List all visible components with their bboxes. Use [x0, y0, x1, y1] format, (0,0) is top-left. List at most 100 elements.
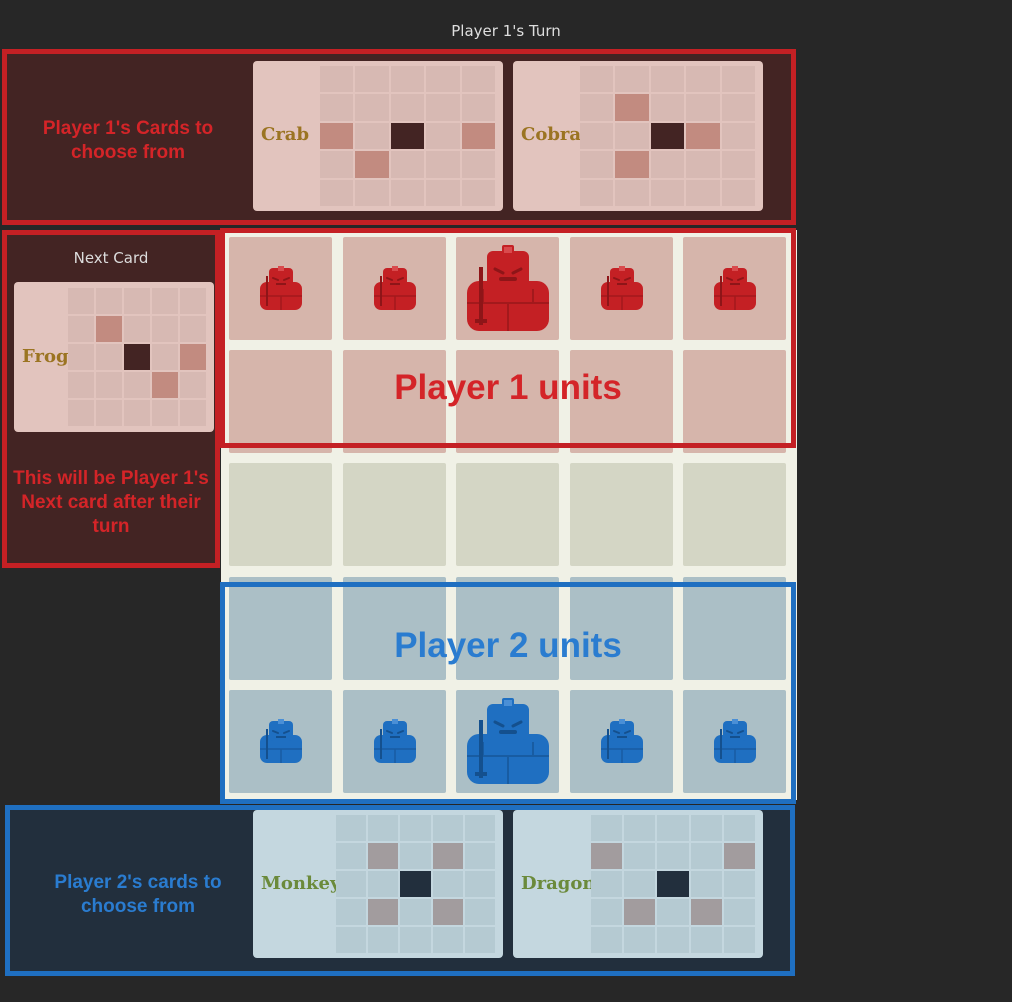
player1-student-piece[interactable]	[372, 265, 418, 316]
move-cell	[124, 288, 150, 314]
card-dragon[interactable]: Dragon	[513, 810, 763, 958]
move-cell	[336, 871, 367, 897]
turn-indicator: Player 1's Turn	[451, 22, 561, 40]
board-tile[interactable]	[570, 577, 673, 680]
move-cell	[180, 288, 206, 314]
card-frog: Frog	[14, 282, 214, 432]
next-card-title: Next Card	[73, 249, 149, 267]
move-cell-origin	[657, 871, 689, 897]
move-cell	[400, 899, 431, 925]
move-cell	[657, 815, 689, 841]
move-cell	[464, 899, 495, 925]
move-cell	[432, 815, 463, 841]
move-cell-origin	[400, 871, 431, 897]
move-cell	[461, 179, 495, 206]
board-tile[interactable]	[229, 463, 332, 566]
move-cell	[723, 815, 755, 841]
move-cell	[355, 179, 389, 206]
move-cell	[686, 179, 720, 206]
move-cell	[180, 400, 206, 426]
move-cell	[721, 94, 755, 121]
move-cell	[336, 815, 367, 841]
player2-student-piece[interactable]	[372, 718, 418, 769]
move-cell	[686, 66, 720, 93]
move-cell	[464, 843, 495, 869]
move-cell	[390, 66, 425, 93]
card-name: Cobra	[521, 124, 582, 145]
move-cell	[686, 151, 720, 178]
move-grid	[591, 815, 755, 953]
move-cell	[68, 288, 94, 314]
player1-student-piece[interactable]	[599, 265, 645, 316]
player1-student-piece[interactable]	[258, 265, 304, 316]
card-name: Monkey	[261, 873, 341, 894]
board-tile[interactable]	[343, 463, 446, 566]
move-cell	[96, 288, 122, 314]
board-tile[interactable]	[343, 577, 446, 680]
move-grid	[580, 66, 755, 206]
card-name: Crab	[261, 124, 310, 145]
move-cell-target	[432, 843, 463, 869]
move-cell	[426, 179, 460, 206]
move-cell	[721, 66, 755, 93]
move-cell	[355, 122, 389, 150]
move-cell	[68, 344, 94, 370]
move-cell	[68, 400, 94, 426]
player2-student-piece[interactable]	[258, 718, 304, 769]
move-cell	[723, 899, 755, 925]
move-cell-origin	[650, 122, 685, 150]
player1-master-piece[interactable]	[463, 245, 553, 337]
move-cell	[464, 871, 495, 897]
move-cell	[690, 843, 722, 869]
move-cell	[336, 927, 367, 953]
card-cobra[interactable]: Cobra	[513, 61, 763, 211]
move-cell	[464, 815, 495, 841]
move-cell	[320, 179, 354, 206]
move-cell	[591, 815, 623, 841]
move-cell	[721, 151, 755, 178]
move-cell	[368, 815, 399, 841]
player1-student-piece[interactable]	[712, 265, 758, 316]
move-cell	[390, 151, 425, 178]
board-tile[interactable]	[456, 577, 559, 680]
move-cell-origin	[124, 344, 150, 370]
move-cell	[152, 316, 178, 342]
move-cell	[624, 815, 656, 841]
move-cell	[591, 871, 623, 897]
move-grid	[68, 288, 206, 426]
player2-student-piece[interactable]	[599, 718, 645, 769]
move-cell	[124, 400, 150, 426]
board-tile[interactable]	[343, 350, 446, 453]
move-cell	[368, 871, 399, 897]
next-card-note: This will be Player 1's Next card after …	[13, 468, 209, 537]
move-cell-target	[690, 899, 722, 925]
card-name: Frog	[22, 346, 69, 367]
card-crab[interactable]: Crab	[253, 61, 503, 211]
player2-master-piece[interactable]	[463, 698, 553, 790]
move-cell	[336, 843, 367, 869]
board-tile[interactable]	[229, 577, 332, 680]
move-cell	[426, 66, 460, 93]
card-monkey[interactable]: Monkey	[253, 810, 503, 958]
board-tile[interactable]	[683, 577, 786, 680]
move-cell	[96, 344, 122, 370]
player2-student-piece[interactable]	[712, 718, 758, 769]
board-tile[interactable]	[570, 463, 673, 566]
move-cell	[650, 94, 685, 121]
board-tile[interactable]	[683, 350, 786, 453]
move-cell	[580, 151, 614, 178]
board-tile[interactable]	[456, 350, 559, 453]
move-cell	[96, 372, 122, 398]
board-tile[interactable]	[229, 350, 332, 453]
move-cell	[400, 815, 431, 841]
board-tile[interactable]	[683, 463, 786, 566]
move-cell	[721, 179, 755, 206]
move-cell	[426, 151, 460, 178]
board-tile[interactable]	[456, 463, 559, 566]
move-cell	[650, 151, 685, 178]
board-tile[interactable]	[570, 350, 673, 453]
move-cell	[723, 927, 755, 953]
move-cell-target	[355, 151, 389, 178]
move-cell	[686, 94, 720, 121]
move-cell	[580, 179, 614, 206]
